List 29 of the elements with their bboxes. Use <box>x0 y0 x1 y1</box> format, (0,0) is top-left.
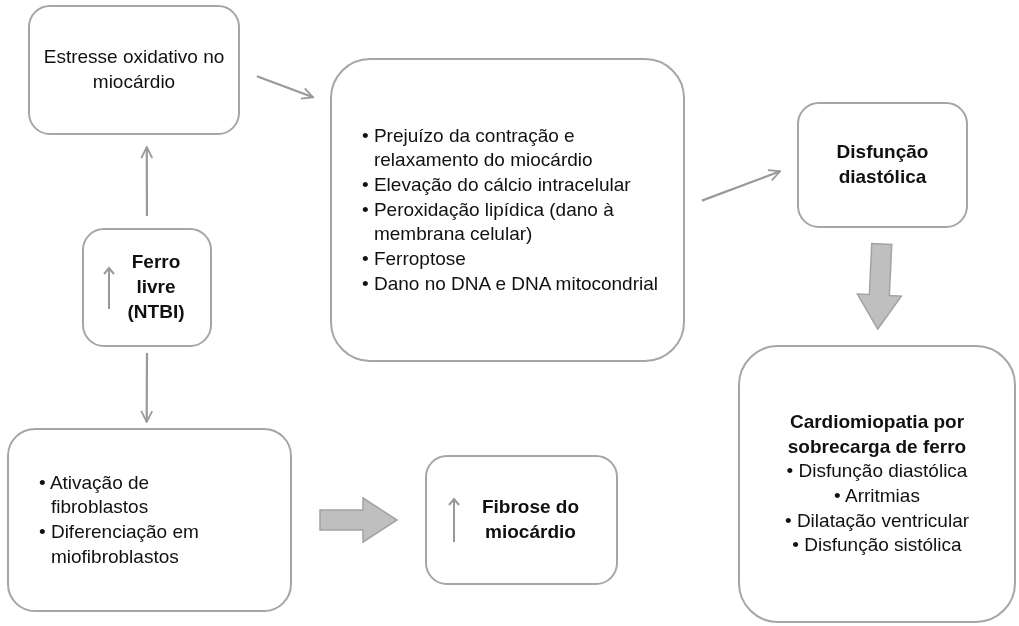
node-label: Fibrose do miocárdio <box>480 495 581 544</box>
arrow <box>140 353 154 423</box>
rounded-box <box>797 102 968 228</box>
bullet-item: • Disfunção sistólica <box>791 533 963 558</box>
rounded-box <box>738 345 1016 623</box>
bullet-item: • Diferenciação em miofibroblastos <box>39 520 200 569</box>
node-label: Estresse oxidativo no miocárdio <box>42 45 226 94</box>
arrow <box>701 169 781 202</box>
bullet-item: • Dano no DNA e DNA mitocondrial <box>362 271 659 296</box>
rounded-box <box>425 455 618 585</box>
node-heading: Cardiomiopatia por sobrecarga de ferro <box>786 409 968 459</box>
rounded-box <box>330 58 685 362</box>
rounded-box <box>7 428 292 612</box>
block-arrow <box>319 496 399 544</box>
arrow <box>256 75 314 100</box>
bullet-item: • Ativação de fibroblastos <box>39 470 151 520</box>
bullet-item: • Arritmias <box>833 484 921 508</box>
bullet-item: • Dilatação ventricular <box>784 508 970 533</box>
block-arrow <box>856 242 903 331</box>
bullet-item: • Disfunção diastólica <box>785 459 969 484</box>
node-label: Disfunção diastólica <box>835 140 930 189</box>
node-label: Ferro livre (NTBI) <box>126 250 186 324</box>
bullet-item: • Prejuízo da contração e relaxamento do miocárdio <box>362 123 594 173</box>
bullet-item: • Elevação do cálcio intracelular <box>362 172 632 197</box>
rounded-box <box>28 5 240 135</box>
rounded-box <box>82 228 212 347</box>
arrow <box>140 146 154 216</box>
bullet-item: • Peroxidação lipídica (dano à membrana celular) <box>362 197 615 247</box>
bullet-item: • Ferroptose <box>362 247 467 272</box>
